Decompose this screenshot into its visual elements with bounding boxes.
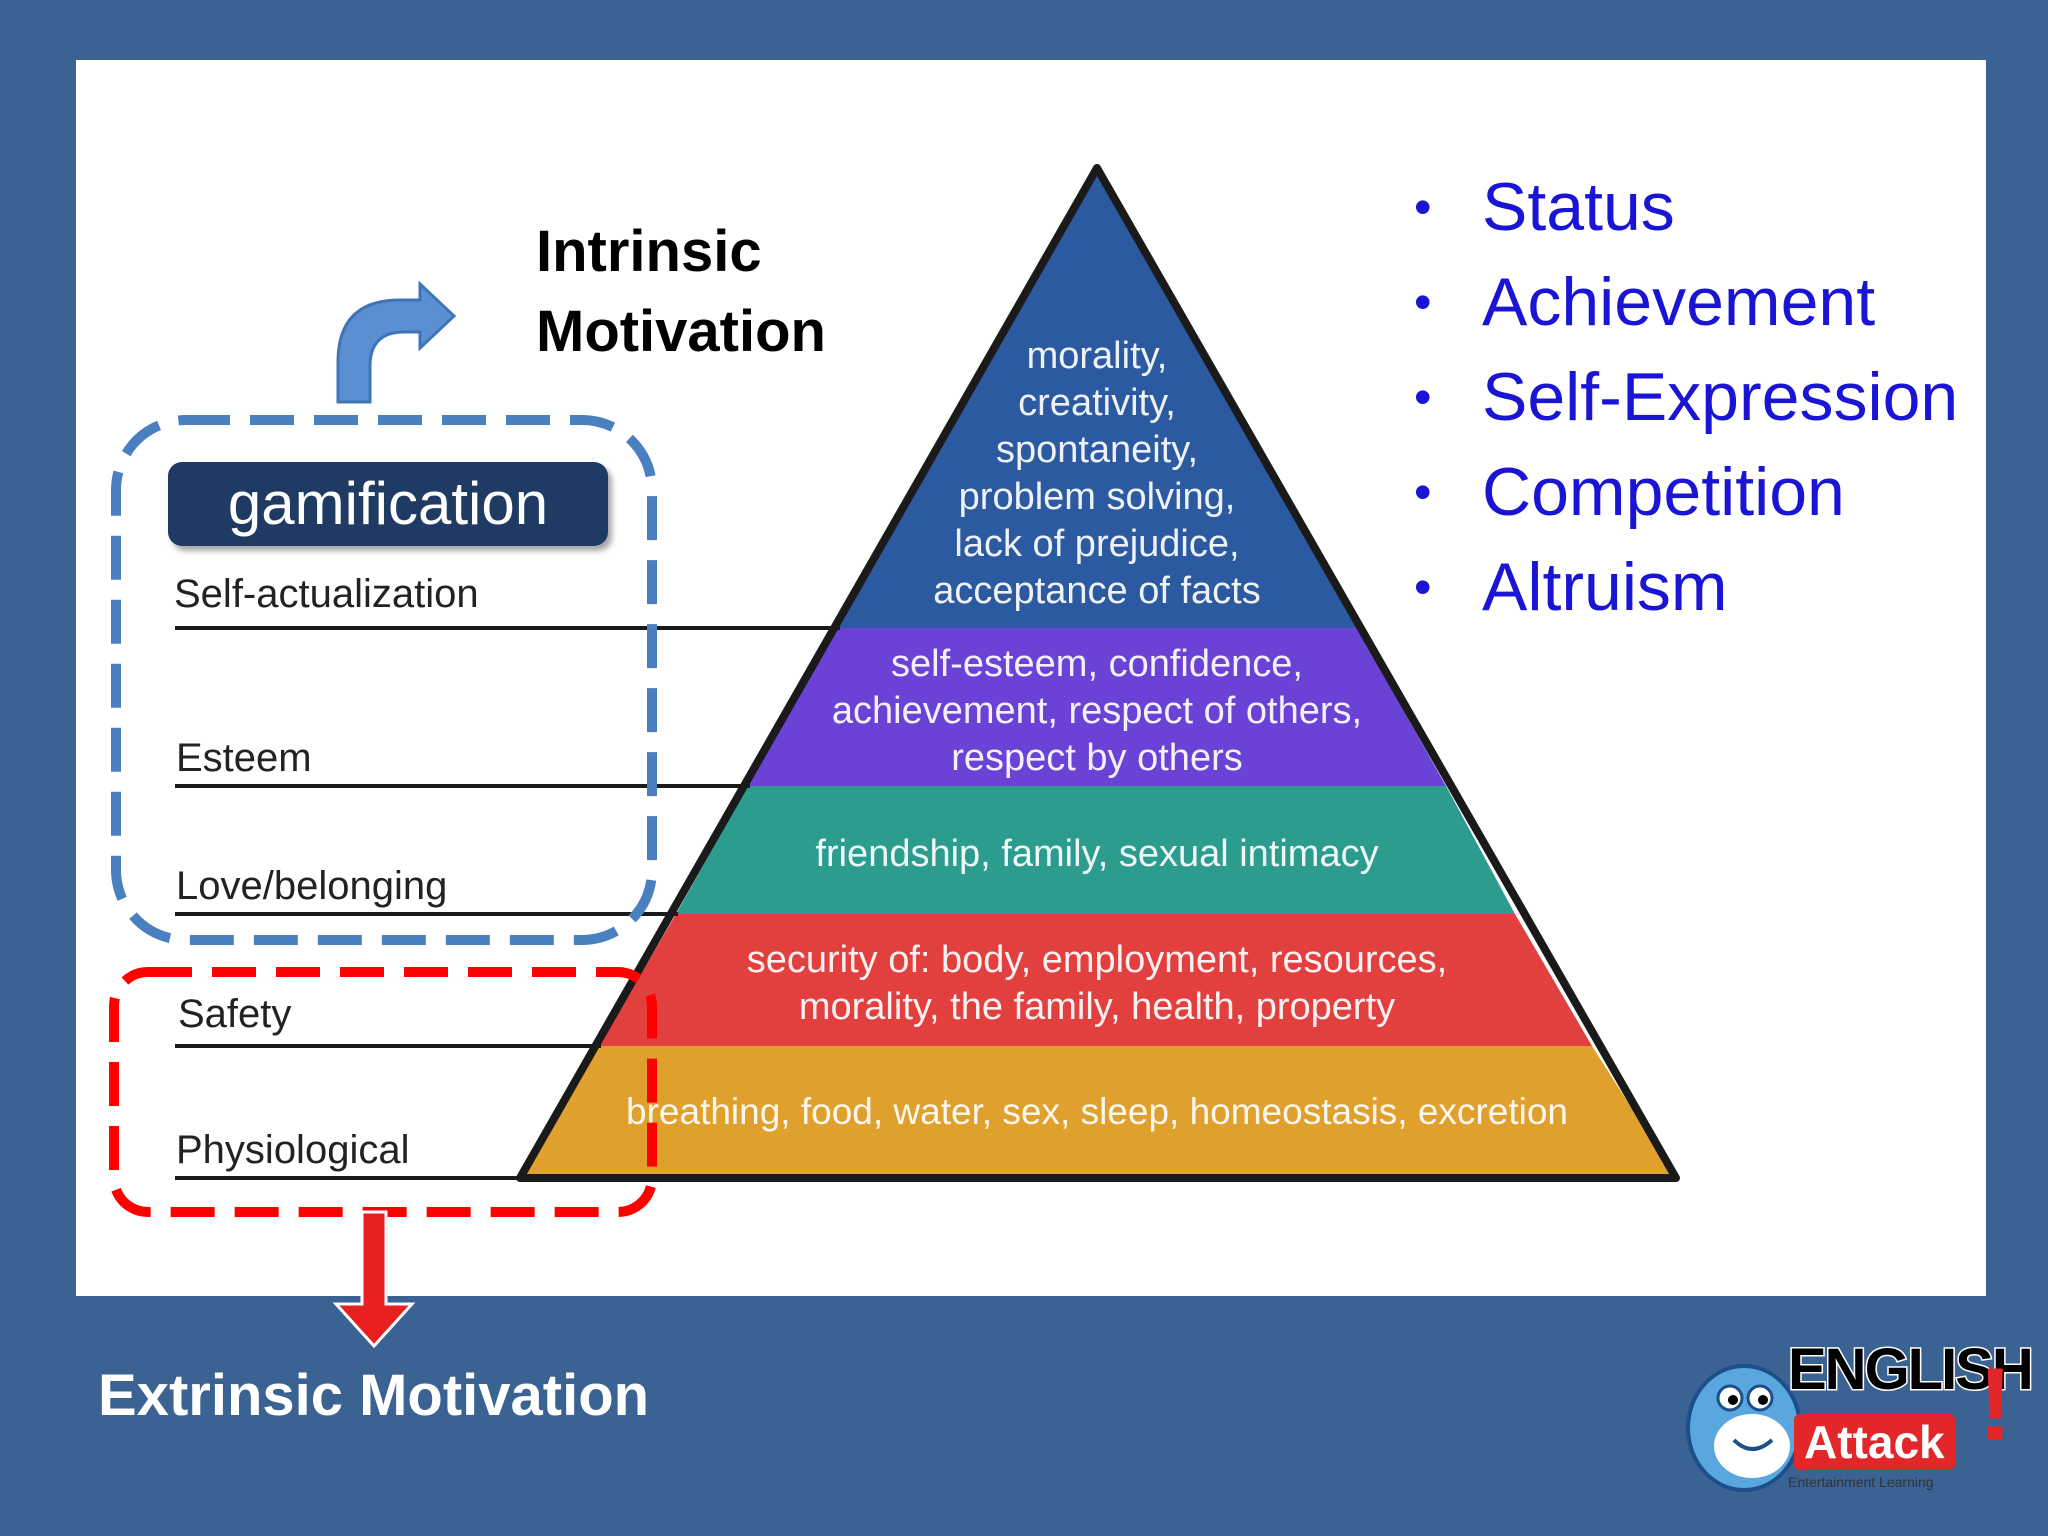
tier-text-line: achievement, respect of others, [832,690,1362,732]
needs-list-item: • Competition [1414,445,1958,540]
tier-text-line: problem solving, [959,476,1236,518]
needs-list-item: • Altruism [1414,540,1958,635]
bullet-icon: • [1414,559,1432,615]
curved-arrow-icon [336,280,457,404]
needs-item-label: Status [1482,169,1675,245]
pyramid-outline [516,164,1680,1182]
tier-text-line: spontaneity, [996,429,1198,471]
gamification-badge: gamification [168,462,608,546]
tier-texts: morality, creativity, spontaneity, problem … [626,335,1568,1132]
logo-word-english: ENGLISH [1787,1336,2036,1404]
intrinsic-title-line1: Intrinsic [536,219,762,284]
tier-love-belonging [676,786,1515,914]
tier-text-line: acceptance of facts [933,570,1260,612]
tier-safety [599,914,1592,1046]
tier-physiological [520,1046,1676,1178]
down-arrow-icon [332,1210,416,1349]
level-label-love-belonging: Love/belonging [176,864,448,908]
needs-list: • Status • Achievement • Self-Expression • C… [1414,160,1958,635]
tier-text-line: respect by others [951,737,1242,779]
needs-item-label: Achievement [1482,264,1876,340]
tier-text-line: breathing, food, water, sex, sleep, home… [626,1091,1568,1132]
bullet-icon: • [1414,274,1432,330]
bullet-icon: • [1414,179,1432,235]
logo-exclamation: ! [1978,1347,2013,1463]
needs-list-item: • Status [1414,160,1958,255]
needs-item-label: Self-Expression [1482,359,1959,435]
level-label-physiological: Physiological [176,1128,410,1172]
intrinsic-dashed-box [111,415,657,945]
bullet-icon: • [1414,464,1432,520]
tier-text-line: self-esteem, confidence, [891,643,1303,685]
needs-item-label: Competition [1482,454,1845,530]
bullet-icon: • [1414,369,1432,425]
tier-text-line: friendship, family, sexual intimacy [815,833,1378,875]
tier-self-actualization [838,168,1357,628]
level-label-esteem: Esteem [176,736,312,780]
needs-item-label: Altruism [1482,549,1728,625]
tier-text-line: creativity, [1018,382,1176,424]
tier-text-line: morality, the family, health, property [799,986,1395,1028]
needs-list-item: • Self-Expression [1414,350,1958,445]
tier-text-line: lack of prejudice, [954,523,1239,565]
needs-list-item: • Achievement [1414,255,1958,350]
tier-text-line: morality, [1027,335,1168,377]
tier-text-line: security of: body, employment, resources… [747,939,1447,981]
tier-esteem [748,628,1446,786]
level-label-safety: Safety [178,992,292,1036]
logo-tagline: Entertainment Learning [1788,1474,1934,1490]
logo-word-attack: Attack [1794,1414,1955,1470]
english-attack-logo: ENGLISH Attack ! Entertainment Learning [1678,1332,2036,1492]
extrinsic-motivation-title: Extrinsic Motivation [98,1363,650,1428]
level-label-self-actualization: Self-actualization [174,572,479,616]
intrinsic-motivation-title: Intrinsic Motivation [536,212,826,372]
intrinsic-title-line2: Motivation [536,299,826,364]
